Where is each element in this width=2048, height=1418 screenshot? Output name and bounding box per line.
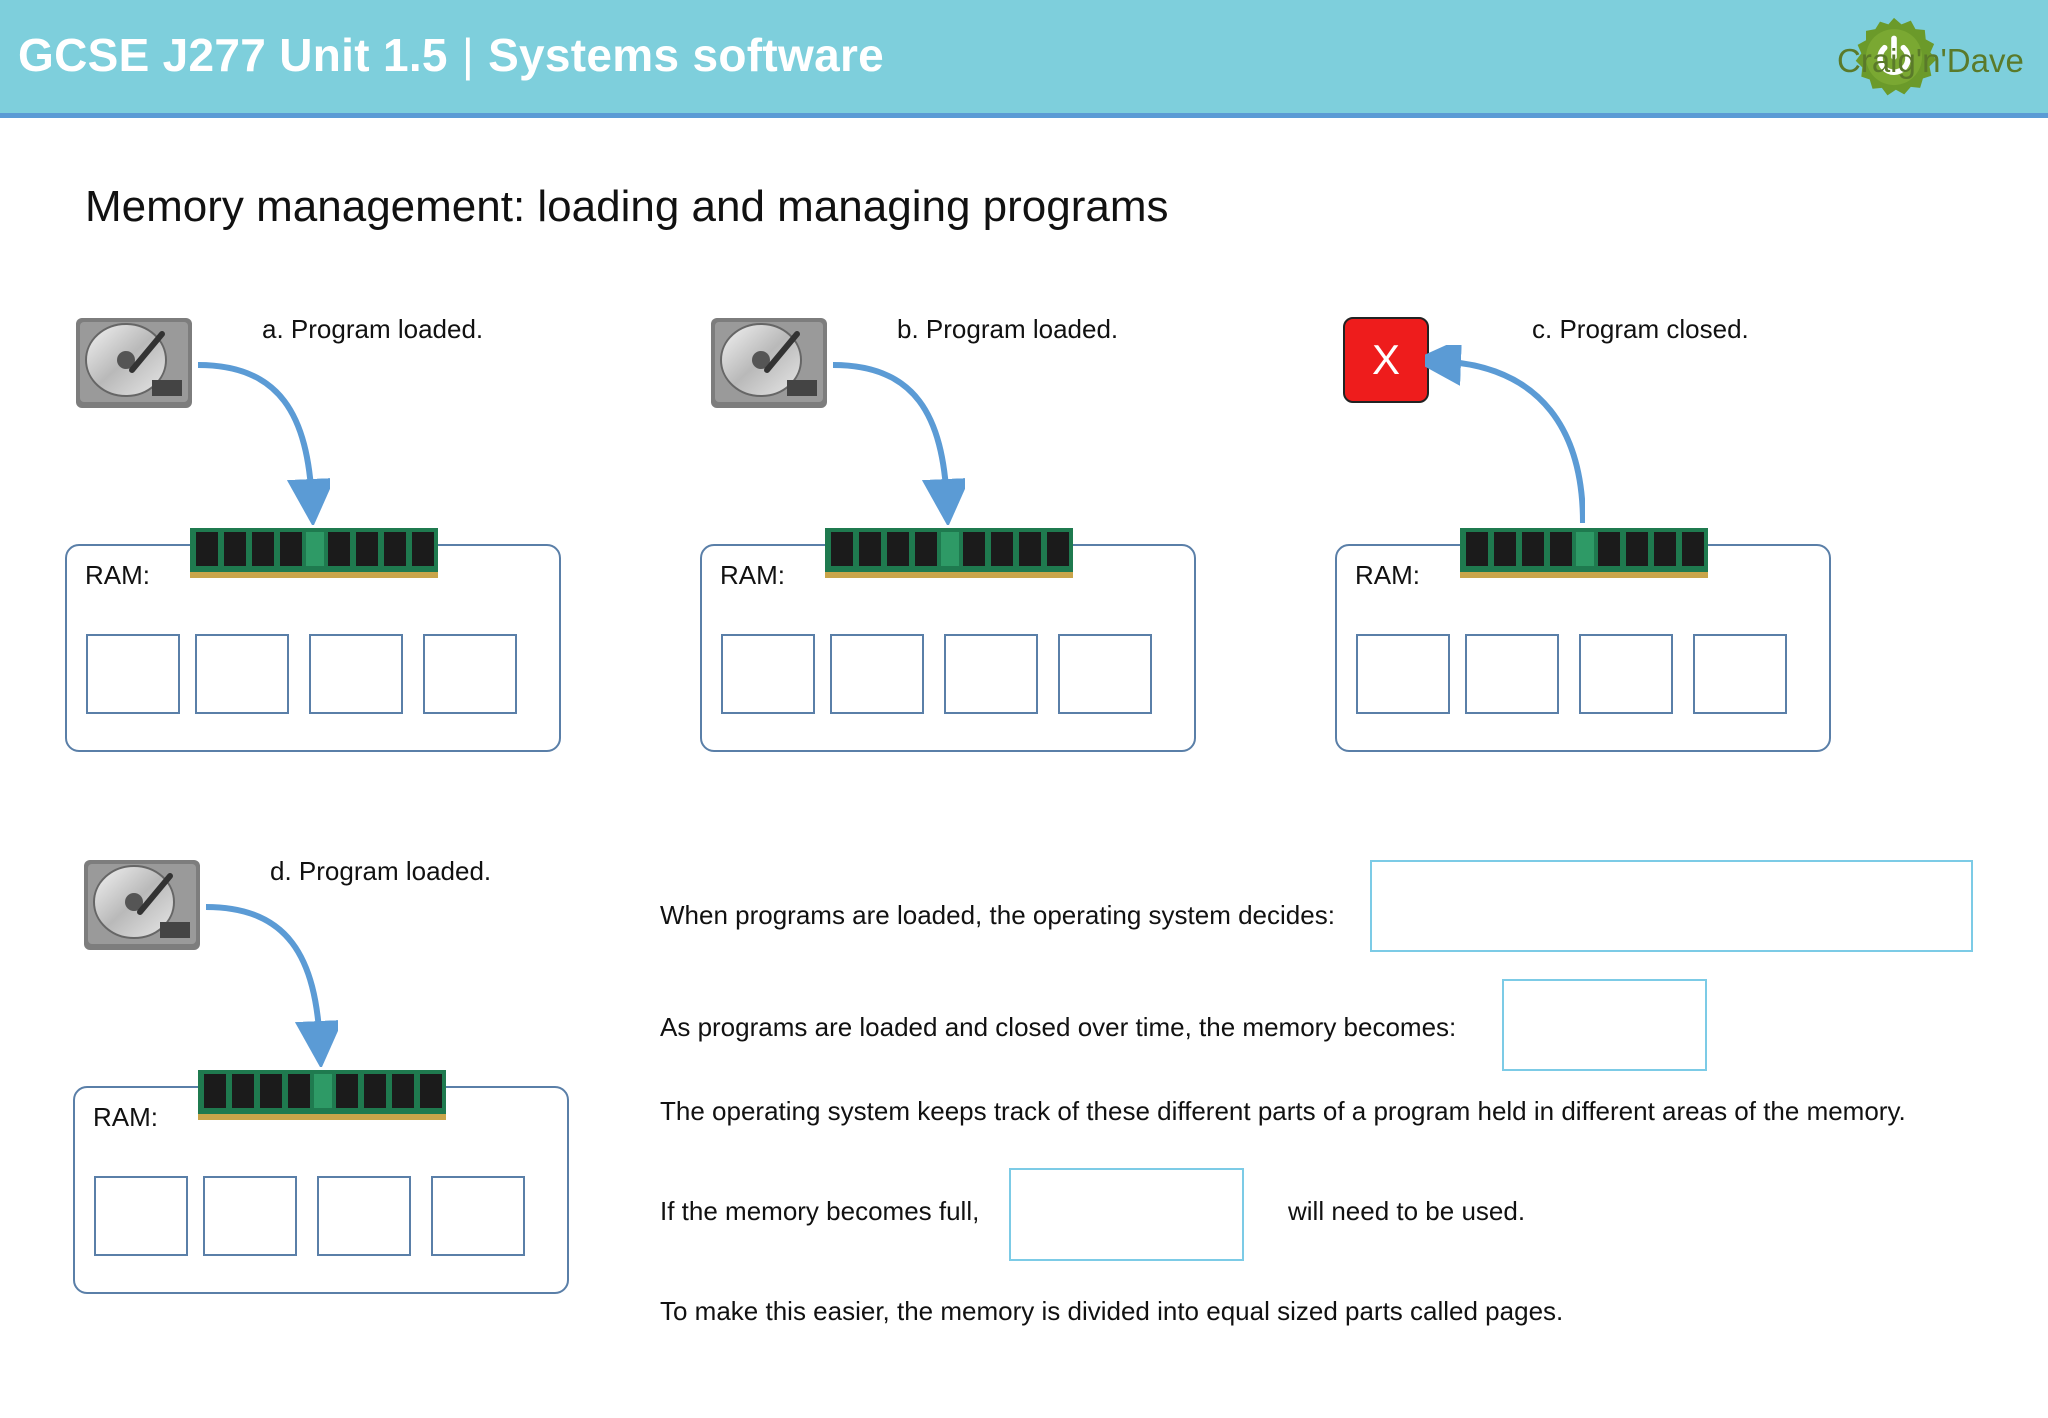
statement-tracks: The operating system keeps track of thes… xyxy=(660,1096,1906,1126)
power-icon xyxy=(1855,17,1936,96)
statement-full-prefix: If the memory becomes full, xyxy=(660,1196,980,1226)
load-arrow-d xyxy=(205,904,338,1067)
caption-c: c. Program closed. xyxy=(1532,314,1749,344)
answer-box-becomes[interactable] xyxy=(1502,979,1707,1071)
caption-b: b. Program loaded. xyxy=(897,314,1119,344)
memory-slot xyxy=(830,634,924,714)
course-code: GCSE J277 Unit 1.5 xyxy=(18,29,448,81)
statement-decides: When programs are loaded, the operating … xyxy=(660,900,1335,930)
caption-a: a. Program loaded. xyxy=(262,314,484,344)
ram-label-c: RAM: xyxy=(1355,560,1420,590)
topic-name: Systems software xyxy=(488,29,885,81)
header-bar: GCSE J277 Unit 1.5|Systems software Crai… xyxy=(0,0,2048,118)
close-icon: X xyxy=(1343,317,1429,403)
load-arrow-b xyxy=(832,362,965,525)
memory-slot xyxy=(423,634,517,714)
memory-slot xyxy=(944,634,1038,714)
answer-box-full[interactable] xyxy=(1009,1168,1244,1261)
ram-label-d: RAM: xyxy=(93,1102,158,1132)
memory-slot xyxy=(317,1176,411,1256)
title-separator: | xyxy=(461,29,475,81)
memory-slot xyxy=(431,1176,525,1256)
ram-label-b: RAM: xyxy=(720,560,785,590)
hard-drive-icon xyxy=(76,318,192,408)
ram-chip-icon xyxy=(190,528,438,578)
memory-slot xyxy=(1058,634,1152,714)
memory-slot xyxy=(203,1176,297,1256)
ram-label-a: RAM: xyxy=(85,560,150,590)
logo xyxy=(1855,17,1936,96)
ram-chip-icon xyxy=(825,528,1073,578)
ram-box-b: RAM: xyxy=(700,544,1196,752)
load-arrow-a xyxy=(197,362,330,525)
memory-slot xyxy=(309,634,403,714)
ram-box-a: RAM: xyxy=(65,544,561,752)
hard-drive-icon xyxy=(711,318,827,408)
memory-slot xyxy=(195,634,289,714)
logo-text: Craig'n'Dave xyxy=(1837,42,2024,79)
memory-slot xyxy=(1579,634,1673,714)
memory-slot xyxy=(1356,634,1450,714)
page-title: Memory management: loading and managing … xyxy=(85,182,1169,231)
ram-box-d: RAM: xyxy=(73,1086,569,1294)
statement-pages: To make this easier, the memory is divid… xyxy=(660,1296,1564,1326)
statement-becomes: As programs are loaded and closed over t… xyxy=(660,1012,1457,1042)
ram-chip-icon xyxy=(198,1070,446,1120)
statement-full-suffix: will need to be used. xyxy=(1288,1196,1526,1226)
memory-slot xyxy=(1693,634,1787,714)
close-arrow-c xyxy=(1425,345,1585,524)
ram-chip-icon xyxy=(1460,528,1708,578)
hard-drive-icon xyxy=(84,860,200,950)
caption-d: d. Program loaded. xyxy=(270,856,492,886)
memory-slot xyxy=(94,1176,188,1256)
memory-slot xyxy=(86,634,180,714)
header-title: GCSE J277 Unit 1.5|Systems software xyxy=(18,28,884,82)
memory-slot xyxy=(1465,634,1559,714)
ram-box-c: RAM: xyxy=(1335,544,1831,752)
memory-slot xyxy=(721,634,815,714)
answer-box-decides[interactable] xyxy=(1370,860,1973,952)
